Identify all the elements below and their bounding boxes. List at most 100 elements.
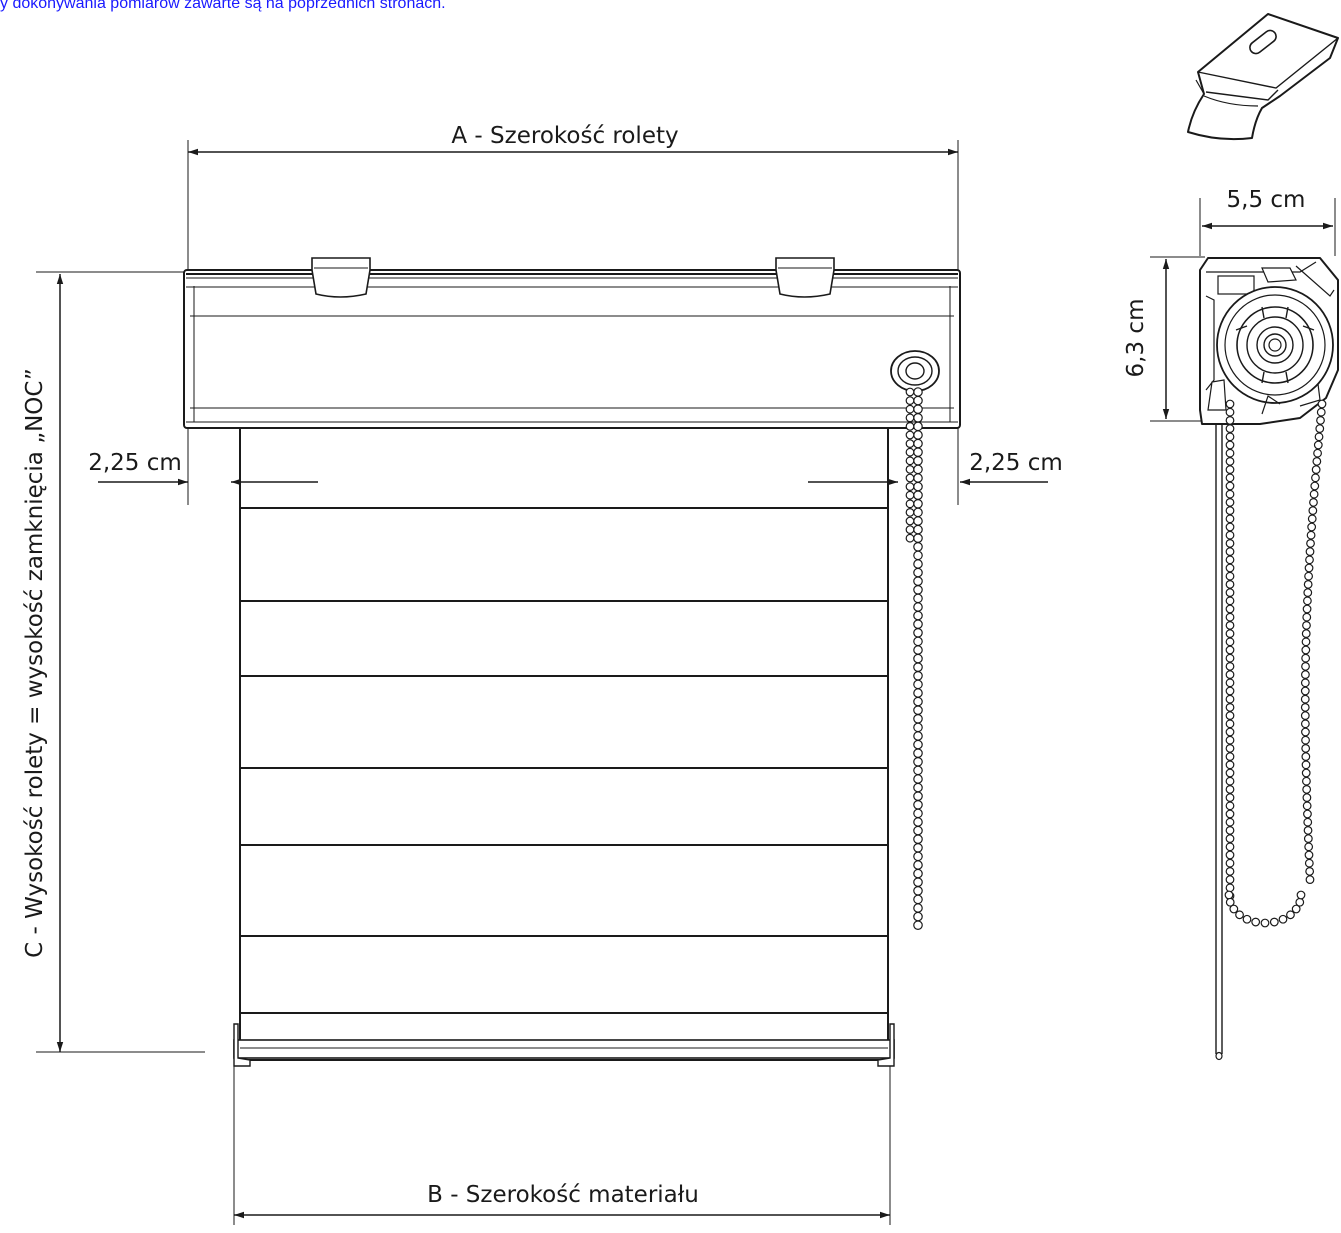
chain-bead (1225, 719, 1235, 729)
label-profile-height: 6,3 cm (1123, 299, 1149, 378)
chain-bead (913, 756, 923, 767)
chain-bead (1304, 850, 1314, 860)
chain-bead (913, 533, 923, 543)
chain-bead (1310, 481, 1320, 491)
chain-bead (1300, 678, 1310, 688)
chain-bead (905, 387, 915, 397)
chain-bead (1286, 910, 1295, 920)
chain-bead (1309, 498, 1318, 507)
chain-bead (913, 395, 923, 406)
chain-bead (1225, 760, 1235, 770)
chain-bead (913, 498, 923, 509)
chain-bead (1225, 621, 1235, 630)
chain-bead (905, 525, 915, 534)
chain-bead (1225, 612, 1235, 622)
measurement-note: y dokonywania pomiarów zawarte są na pop… (0, 0, 446, 12)
chain-mechanism (890, 350, 940, 392)
chain-bead (905, 482, 915, 492)
label-profile-width: 5,5 cm (1227, 187, 1306, 213)
chain-bead (913, 516, 923, 526)
chain-bead (913, 894, 923, 905)
chain-bead (1300, 711, 1310, 720)
chain-bead (913, 567, 923, 578)
chain-bead (1225, 522, 1235, 532)
chain-bead (905, 473, 915, 483)
chain-bead (1300, 686, 1310, 696)
front-bead-chain (905, 387, 923, 930)
chain-bead (1316, 416, 1325, 425)
chain-bead (913, 868, 923, 879)
dimension-offset-right: 2,25 cm (808, 428, 1063, 505)
chain-bead (1225, 897, 1235, 907)
chain-bead (1225, 711, 1235, 720)
chain-bead (905, 422, 915, 431)
chain-bead (1302, 604, 1312, 614)
chain-bead (1225, 637, 1235, 647)
label-a-width: A - Szerokość rolety (451, 123, 678, 149)
chain-bead (913, 877, 923, 887)
fabric-panel (233, 427, 895, 1067)
chain-bead (1225, 465, 1235, 475)
chain-bead (1225, 448, 1235, 458)
chain-bead (905, 447, 915, 457)
chain-bead (1242, 914, 1252, 924)
label-offset-left: 2,25 cm (88, 450, 182, 476)
chain-bead (1225, 457, 1235, 466)
chain-bead (913, 430, 923, 440)
chain-bead (1225, 875, 1235, 884)
chain-bead (913, 481, 923, 492)
chain-bead (1225, 662, 1235, 671)
chain-bead (1225, 842, 1235, 852)
label-b-width: B - Szerokość materiału (427, 1182, 699, 1208)
chain-bead (1301, 629, 1311, 638)
chain-bead (913, 541, 923, 552)
chain-bead (913, 576, 923, 586)
chain-bead (913, 860, 923, 870)
chain-bead (1301, 752, 1311, 761)
chain-bead (1225, 416, 1235, 425)
side-bead-chain (1224, 399, 1327, 928)
chain-bead (1311, 465, 1321, 475)
chain-bead (913, 412, 923, 423)
chain-bead (1225, 604, 1235, 614)
chain-bead (1225, 867, 1235, 876)
chain-bead (1251, 917, 1261, 927)
chain-bead (1301, 662, 1310, 671)
chain-bead (1301, 768, 1311, 778)
chain-bead (1301, 735, 1310, 745)
chain-bead (913, 705, 923, 715)
chain-bead (1225, 563, 1235, 573)
chain-bead (1301, 727, 1310, 737)
chain-bead (1225, 858, 1235, 868)
chain-bead (913, 559, 923, 569)
chain-bead (1300, 694, 1310, 704)
chain-bead (1305, 867, 1315, 876)
chain-bead (1317, 399, 1327, 409)
chain-bead (1301, 744, 1311, 753)
chain-bead (905, 413, 915, 423)
chain-bead (913, 842, 923, 853)
chain-bead (1225, 686, 1235, 696)
chain-bead (1225, 735, 1235, 745)
chain-bead (1225, 768, 1235, 778)
chain-bead (1313, 448, 1322, 458)
chain-bead (913, 920, 923, 930)
chain-bead (913, 688, 923, 698)
chain-bead (1225, 399, 1235, 409)
chain-bead (1302, 785, 1312, 794)
chain-bead (913, 387, 923, 397)
chain-bead (905, 439, 915, 449)
side-profile: 5,5 cm 6,3 cm (1123, 187, 1339, 1061)
chain-bead (1225, 850, 1235, 860)
chain-bead (1225, 793, 1235, 802)
chain-bead (913, 825, 923, 836)
chain-bead (1225, 776, 1235, 786)
chain-bead (913, 404, 923, 414)
chain-bead (913, 602, 923, 612)
chain-bead (905, 490, 915, 500)
chain-bead (913, 731, 923, 741)
chain-bead (1302, 612, 1312, 622)
chain-bead (913, 765, 923, 776)
mounting-clip-left (311, 257, 371, 298)
